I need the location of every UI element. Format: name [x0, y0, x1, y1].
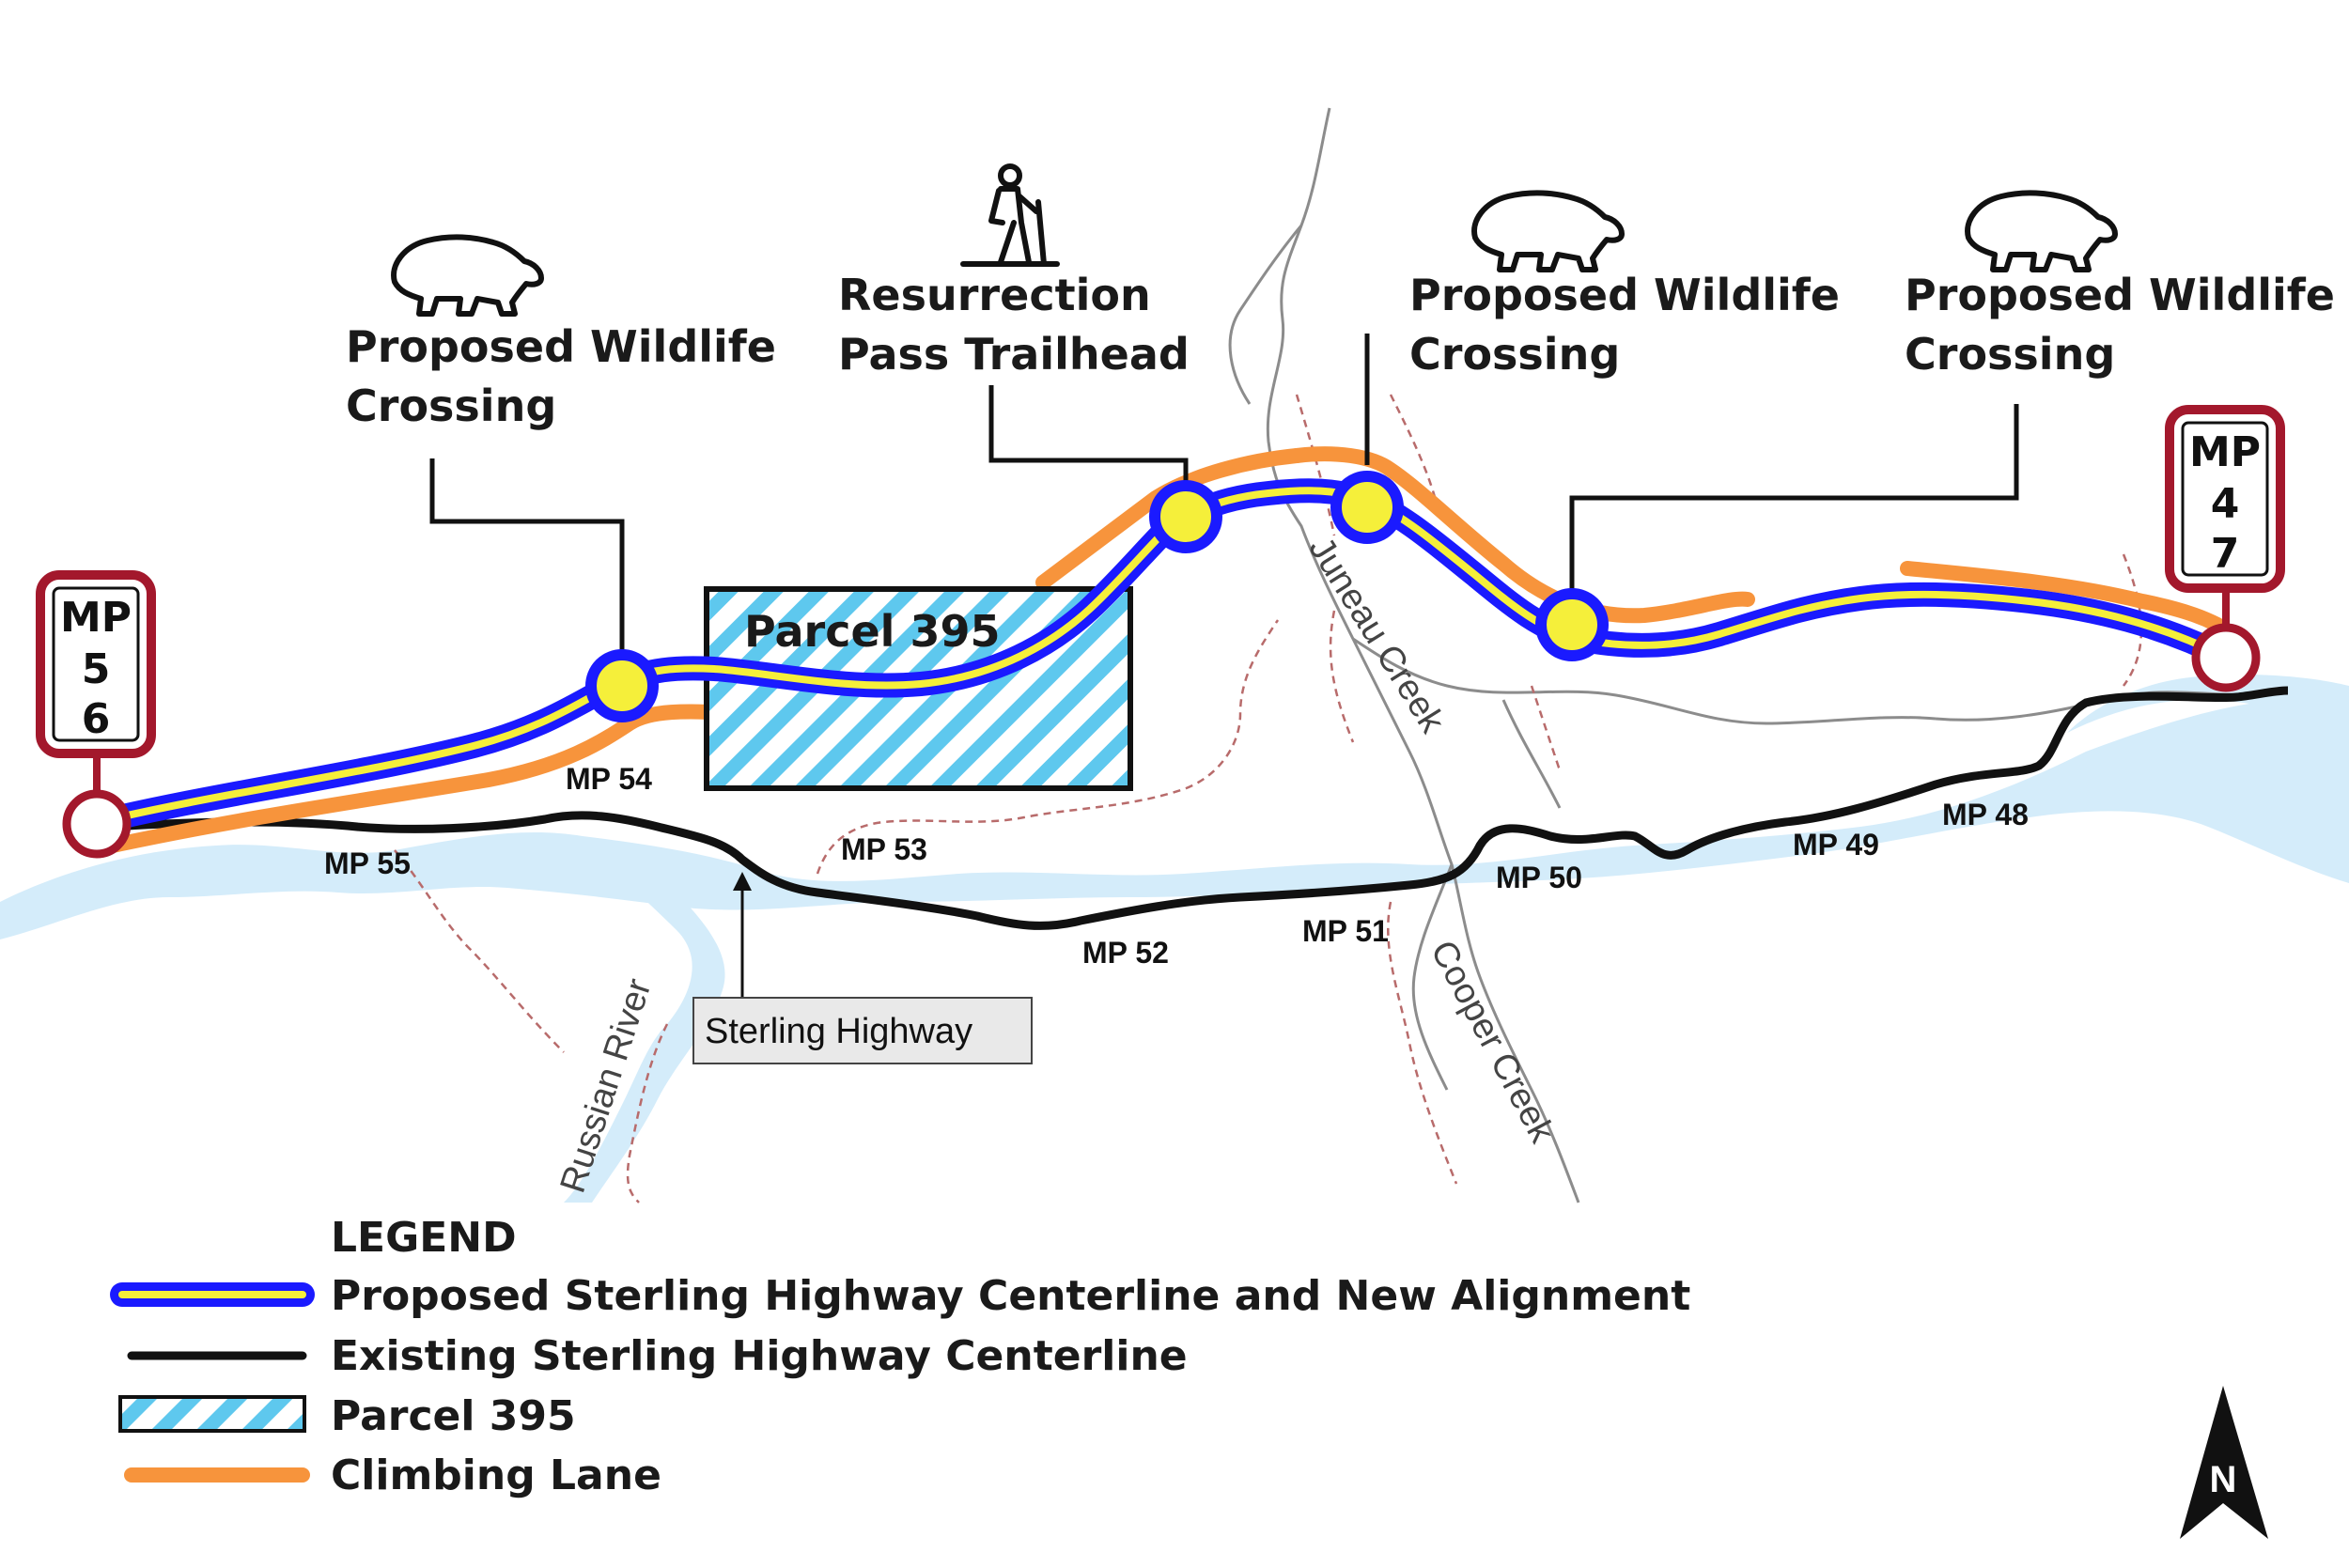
kenai-river	[0, 675, 2349, 1203]
milepost-label: MP 48	[1942, 798, 2029, 831]
north-arrow-icon: N	[2180, 1386, 2268, 1539]
sterling-highway-callout: Sterling Highway	[692, 872, 1033, 1064]
trails	[394, 394, 2143, 1203]
callout-leaders	[429, 334, 2019, 686]
sign-mp-47-line2: 4	[2211, 480, 2240, 528]
sign-mp-56: MP 5 6	[36, 570, 156, 859]
milepost-label: MP 49	[1793, 828, 1879, 862]
sterling-highway-label: Sterling Highway	[705, 1012, 972, 1051]
wildlife-crossing-1-line1: Proposed Wildlife	[346, 321, 776, 372]
milepost-label: MP 51	[1302, 914, 1389, 948]
legend-item-existing: Existing Sterling Highway Centerline	[331, 1332, 1188, 1380]
bear-icon	[1965, 190, 2118, 272]
sign-mp-47: MP 4 7	[2165, 405, 2285, 692]
node-wildlife-crossing-1	[585, 649, 659, 722]
legend-item-proposed: Proposed Sterling Highway Centerline and…	[331, 1272, 1690, 1320]
hiker-icon	[960, 163, 1060, 267]
bear-icon	[391, 234, 544, 317]
legend-item-parcel: Parcel 395	[331, 1392, 576, 1440]
wildlife-crossing-2-line1: Proposed Wildlife	[1409, 270, 1840, 320]
milepost-label: MP 55	[324, 846, 411, 880]
sign-mp-56-line1: MP	[60, 594, 132, 642]
sign-mp-56-line2: 5	[82, 645, 111, 693]
milepost-label: MP 54	[566, 762, 652, 796]
legend-title: LEGEND	[331, 1214, 517, 1262]
sign-mp-56-line3: 6	[82, 695, 111, 743]
wildlife-crossing-1-line2: Crossing	[346, 380, 556, 431]
node-trailhead	[1149, 480, 1222, 553]
milepost-labels: MP 55 MP 54 MP 53 MP 52 MP 51 MP 50 MP 4…	[324, 762, 2029, 970]
milepost-label: MP 50	[1496, 861, 1582, 894]
node-wildlife-crossing-3	[1535, 588, 1609, 661]
legend-item-climbing: Climbing Lane	[331, 1452, 661, 1499]
legend: LEGEND Proposed Sterling Highway Centerl…	[110, 1214, 1690, 1499]
juneau-creek-label: Juneau Creek	[1300, 531, 1453, 741]
wildlife-crossing-3-line1: Proposed Wildlife	[1905, 270, 2335, 320]
cooper-creek-label: Cooper Creek	[1423, 935, 1563, 1150]
milepost-label: MP 52	[1082, 936, 1169, 970]
wildlife-crossing-2-line2: Crossing	[1409, 329, 1620, 380]
wildlife-crossing-3-line2: Crossing	[1905, 329, 2115, 380]
parcel-395-label: Parcel 395	[744, 606, 1000, 657]
north-arrow-label: N	[2210, 1459, 2237, 1500]
trailhead-line1: Resurrection	[838, 270, 1151, 320]
sign-mp-47-line3: 7	[2211, 530, 2240, 578]
alignment-nodes	[585, 471, 1609, 722]
milepost-label: MP 53	[841, 832, 927, 866]
trailhead-line2: Pass Trailhead	[838, 329, 1190, 380]
node-wildlife-crossing-2	[1330, 471, 1404, 544]
bear-icon	[1471, 190, 1625, 272]
sign-mp-47-line1: MP	[2189, 428, 2261, 476]
existing-highway-line	[112, 686, 2289, 930]
legend-swatch-parcel	[118, 1395, 306, 1433]
